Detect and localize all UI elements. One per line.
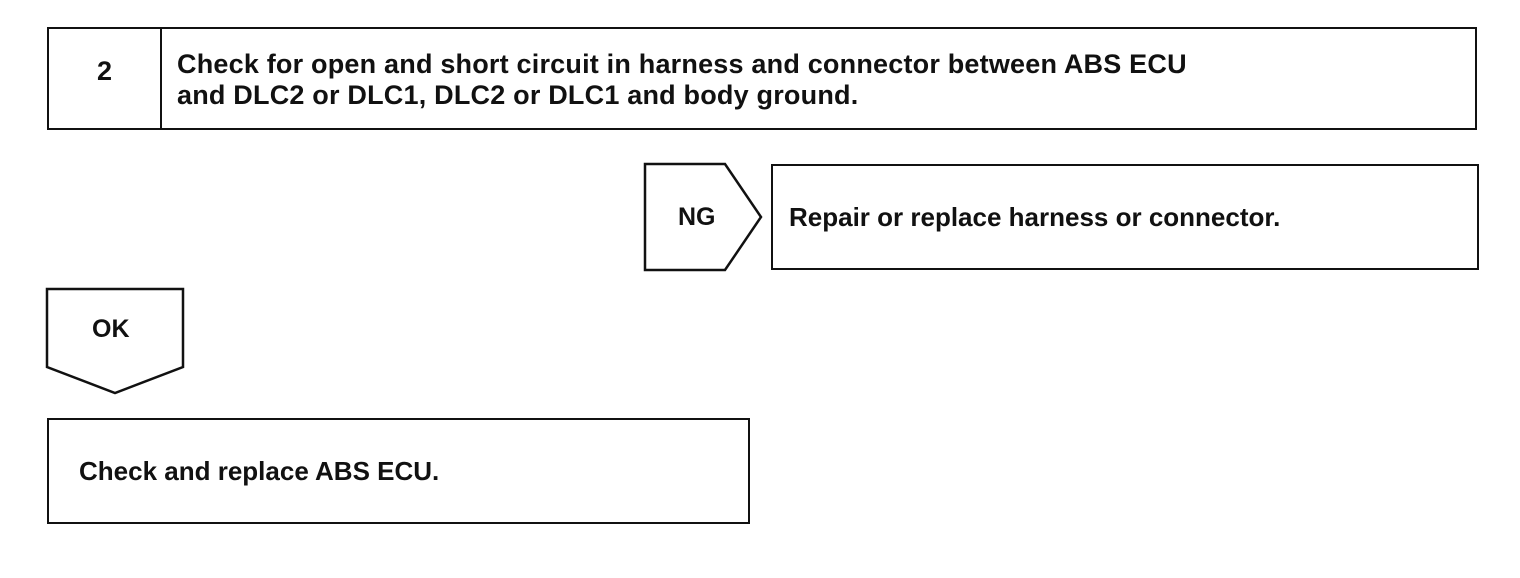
step-description: Check for open and short circuit in harn…	[177, 49, 1467, 111]
step-description-line-1: Check for open and short circuit in harn…	[177, 49, 1187, 79]
ok-label: OK	[92, 315, 130, 343]
ok-arrow-tag	[45, 287, 185, 395]
step-number: 2	[49, 29, 162, 128]
ok-result-text: Check and replace ABS ECU.	[79, 455, 440, 486]
ng-result-text: Repair or replace harness or connector.	[789, 201, 1281, 232]
step-box: 2 Check for open and short circuit in ha…	[47, 27, 1477, 130]
ng-arrow-tag	[643, 162, 763, 272]
ok-result-box: Check and replace ABS ECU.	[47, 418, 750, 524]
ng-label: NG	[678, 203, 716, 231]
ng-result-box: Repair or replace harness or connector.	[771, 164, 1479, 270]
step-description-line-2: and DLC2 or DLC1, DLC2 or DLC1 and body …	[177, 80, 859, 110]
